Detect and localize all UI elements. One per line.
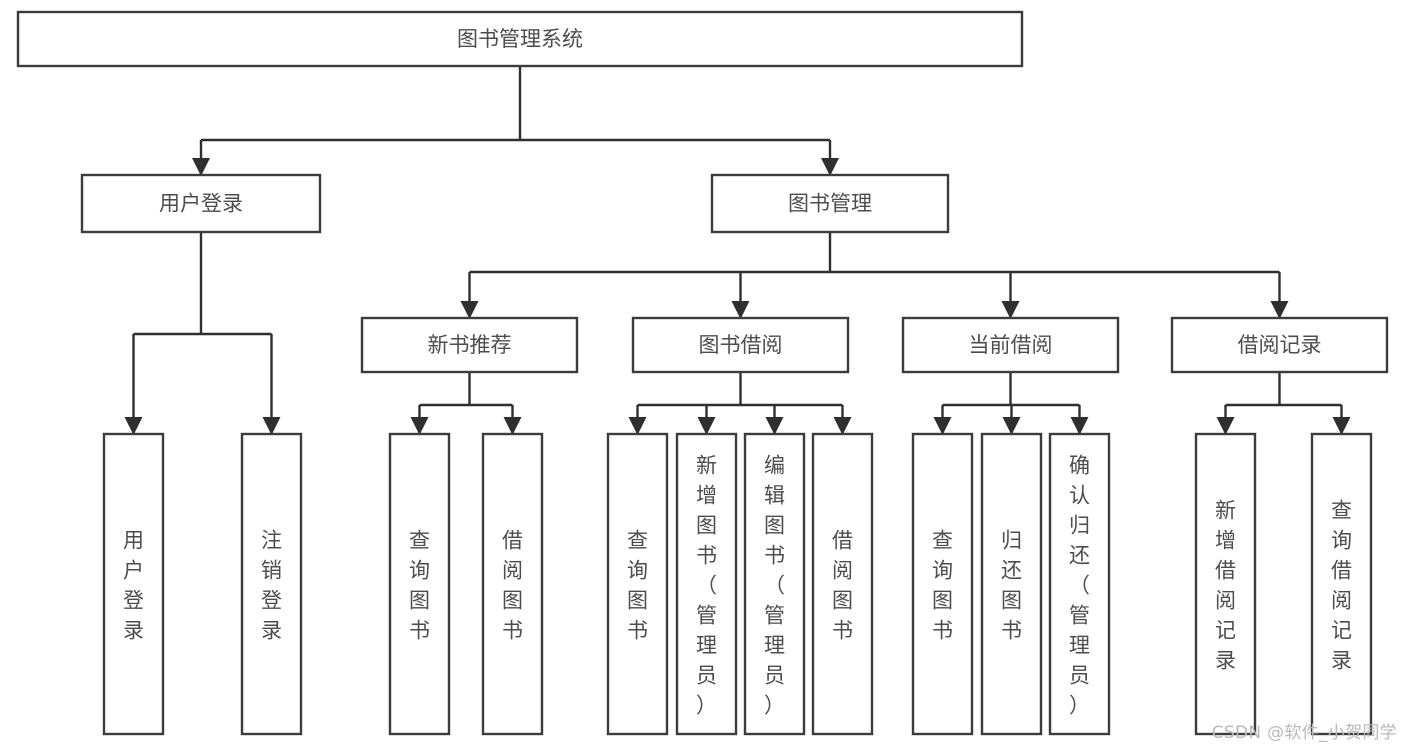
connector-group-book-borrow: [628, 372, 852, 435]
arrow-head-icon: [262, 417, 281, 435]
arrow-head-icon: [731, 301, 750, 319]
node-label-borrow-record: 借阅记录: [1238, 333, 1322, 357]
node-box-leaf-add-book: [675, 432, 738, 736]
node-book-manage[interactable]: 图书管理: [710, 173, 950, 234]
node-label-leaf-add-book: 新增图书（管理员）: [696, 453, 717, 717]
connector-group-borrow-record: [1216, 372, 1351, 435]
arrow-head-icon: [833, 417, 852, 435]
arrow-head-icon: [410, 417, 429, 435]
node-box-book-borrow: [631, 316, 850, 374]
node-label-leaf-user-logout: 注销登录: [261, 528, 282, 642]
node-box-leaf-query-book-3: [911, 432, 974, 736]
node-label-leaf-query-book-1: 查询图书: [409, 528, 430, 642]
arrow-head-icon: [1270, 301, 1289, 319]
node-box-leaf-add-record: [1194, 432, 1257, 736]
node-label-leaf-query-book-3: 查询图书: [932, 528, 953, 642]
node-label-leaf-query-record: 查询借阅记录: [1331, 498, 1352, 672]
node-box-borrow-record: [1170, 316, 1389, 374]
connector-group-current-borrow: [933, 372, 1089, 435]
arrow-head-icon: [1332, 417, 1351, 435]
node-box-leaf-query-record: [1310, 432, 1373, 736]
arrow-head-icon: [1001, 301, 1020, 319]
node-box-book-manage: [710, 173, 950, 234]
node-box-leaf-borrow-book-1: [481, 432, 544, 736]
node-label-leaf-confirm-return: 确认归还（管理员）: [1069, 453, 1090, 717]
arrow-head-icon: [765, 417, 784, 435]
node-label-user-login: 用户登录: [159, 192, 243, 216]
node-box-leaf-query-book-2: [606, 432, 669, 736]
arrow-head-icon: [933, 417, 952, 435]
node-leaf-query-book-1[interactable]: 查询图书: [388, 432, 451, 736]
csdn-watermark: CSDN @软件_小贺同学: [1211, 723, 1397, 743]
arrow-head-icon: [821, 158, 839, 176]
connectors-layer: [124, 66, 1351, 435]
arrow-head-icon: [192, 158, 210, 176]
node-label-leaf-add-record: 新增借阅记录: [1215, 498, 1236, 672]
connector-group-root: [192, 66, 839, 176]
connector-group-book-manage: [460, 232, 1289, 319]
node-new-book-recommend[interactable]: 新书推荐: [360, 316, 579, 374]
node-label-leaf-edit-book: 编辑图书（管理员）: [764, 453, 785, 717]
arrow-head-icon: [460, 301, 479, 319]
node-leaf-confirm-return[interactable]: 确认归还（管理员）: [1048, 432, 1111, 736]
node-leaf-edit-book[interactable]: 编辑图书（管理员）: [743, 432, 806, 736]
node-leaf-borrow-book-1[interactable]: 借阅图书: [481, 432, 544, 736]
node-label-new-book-recommend: 新书推荐: [428, 333, 512, 357]
node-box-leaf-confirm-return: [1048, 432, 1111, 736]
node-leaf-add-book[interactable]: 新增图书（管理员）: [675, 432, 738, 736]
node-label-leaf-query-book-2: 查询图书: [627, 528, 648, 642]
arrow-head-icon: [1070, 417, 1089, 435]
node-label-book-manage: 图书管理: [788, 192, 872, 216]
node-label-book-borrow: 图书借阅: [699, 333, 783, 357]
node-label-root: 图书管理系统: [457, 27, 583, 51]
node-book-borrow[interactable]: 图书借阅: [631, 316, 850, 374]
arrow-head-icon: [124, 417, 143, 435]
node-leaf-user-login[interactable]: 用户登录: [102, 432, 165, 736]
arrow-head-icon: [628, 417, 647, 435]
node-box-leaf-user-login: [102, 432, 165, 736]
node-root[interactable]: 图书管理系统: [16, 10, 1024, 68]
node-box-root: [16, 10, 1024, 68]
node-leaf-borrow-book-2[interactable]: 借阅图书: [811, 432, 874, 736]
node-leaf-query-book-2[interactable]: 查询图书: [606, 432, 669, 736]
node-box-user-login: [80, 173, 322, 234]
node-box-current-borrow: [901, 316, 1120, 374]
node-leaf-query-book-3[interactable]: 查询图书: [911, 432, 974, 736]
node-box-new-book-recommend: [360, 316, 579, 374]
connector-group-new-book-recommend: [410, 372, 522, 435]
node-box-leaf-edit-book: [743, 432, 806, 736]
node-box-leaf-user-logout: [240, 432, 303, 736]
arrow-head-icon: [1002, 417, 1021, 435]
node-leaf-add-record[interactable]: 新增借阅记录: [1194, 432, 1257, 736]
node-current-borrow[interactable]: 当前借阅: [901, 316, 1120, 374]
node-label-leaf-return-book: 归还图书: [1001, 528, 1022, 642]
node-borrow-record[interactable]: 借阅记录: [1170, 316, 1389, 374]
node-leaf-query-record[interactable]: 查询借阅记录: [1310, 432, 1373, 736]
node-label-leaf-borrow-book-1: 借阅图书: [502, 528, 523, 642]
connector-group-user-login: [124, 232, 281, 435]
arrow-head-icon: [697, 417, 716, 435]
node-user-login[interactable]: 用户登录: [80, 173, 322, 234]
node-box-leaf-query-book-1: [388, 432, 451, 736]
boxes-layer: 图书管理系统用户登录图书管理新书推荐图书借阅当前借阅借阅记录用户登录注销登录查询…: [16, 10, 1389, 736]
arrow-head-icon: [503, 417, 522, 435]
node-label-leaf-borrow-book-2: 借阅图书: [832, 528, 853, 642]
node-leaf-return-book[interactable]: 归还图书: [980, 432, 1043, 736]
node-box-leaf-borrow-book-2: [811, 432, 874, 736]
node-label-current-borrow: 当前借阅: [969, 333, 1053, 357]
node-leaf-user-logout[interactable]: 注销登录: [240, 432, 303, 736]
node-label-leaf-user-login: 用户登录: [123, 528, 144, 642]
node-box-leaf-return-book: [980, 432, 1043, 736]
arrow-head-icon: [1216, 417, 1235, 435]
